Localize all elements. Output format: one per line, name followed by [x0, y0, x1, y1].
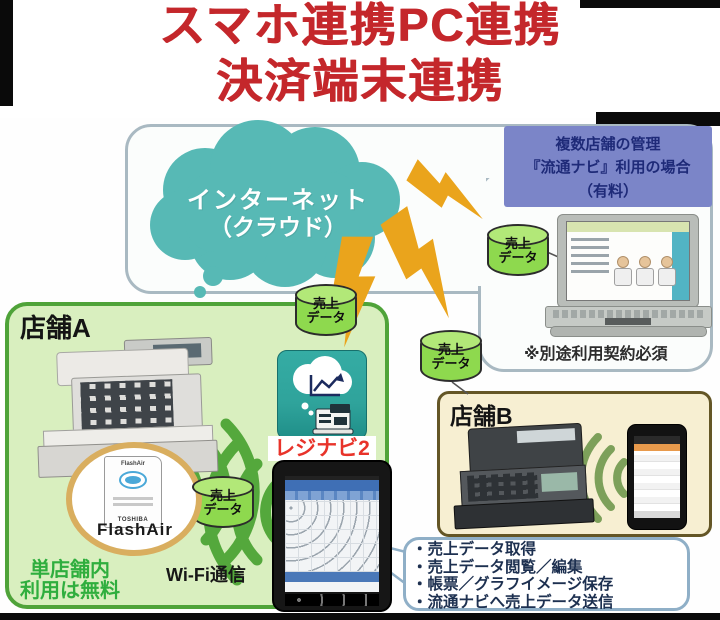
tablet-calendar-grid — [285, 500, 379, 572]
features-speech-bubble — [403, 537, 690, 611]
smartphone-screen — [634, 436, 680, 518]
flashair-label: FlashAir — [96, 520, 174, 539]
panel-seam-patch — [476, 178, 486, 286]
tablet-device — [272, 460, 392, 612]
photo-bar-left — [0, 0, 13, 106]
cylinder-label: 売上データ — [203, 488, 243, 517]
cylinder-label: 売上データ — [431, 342, 471, 371]
tablet-nav-bar — [285, 594, 379, 606]
laptop-screen-frame — [557, 214, 699, 308]
photo-bar-bottom — [0, 613, 720, 620]
management-info-box: 複数店舗の管理 『流通ナビ』利用の場合 （有料） — [504, 126, 712, 207]
sd-card-maker: TOSHIBA — [117, 517, 149, 523]
feature-item: ・流通ナビへ売上データ送信 — [412, 593, 614, 611]
free-usage-note: 単店舗内 利用は無料 — [0, 560, 140, 602]
management-line3: （有料） — [577, 182, 638, 200]
cylinder-label: 売上データ — [306, 296, 346, 325]
regnavi-app-label: レジナビ2 — [268, 436, 376, 461]
feature-item: ・帳票／グラフイメージ保存 — [412, 576, 614, 593]
management-line1: 複数店舗の管理 — [555, 136, 661, 153]
title-area: スマホ連携PC連携 決済端末連携 — [0, 0, 720, 118]
feature-item: ・売上データ取得 — [412, 541, 537, 558]
cylinder-top — [487, 224, 549, 246]
features-list: ・売上データ取得 ・売上データ閲覧／編集 ・帳票／グラフイメージ保存 ・流通ナビ… — [412, 541, 687, 611]
regnavi-app-icon — [277, 350, 367, 440]
smartphone-device — [627, 424, 687, 530]
flashair-sd-card: FlashAir TOSHIBA — [104, 456, 162, 528]
photo-bar-topright — [580, 0, 720, 8]
laptop-screen — [566, 221, 690, 301]
store-a-label: 店舗A — [20, 313, 91, 343]
photo-bar-right — [596, 112, 720, 126]
page-title-line2: 決済端末連携 — [216, 55, 504, 107]
free-note-line2: 利用は無料 — [20, 580, 120, 602]
flashair-cloud-logo-icon — [119, 471, 147, 489]
wifi-communication-label: Wi-Fi通信 — [166, 565, 246, 585]
register-keypad — [71, 373, 203, 434]
laptop-trackpad — [605, 318, 651, 325]
free-note-line1: 単店舗内 — [30, 559, 110, 581]
cash-register-b — [447, 418, 595, 530]
cloud-label-line2: （クラウド） — [209, 214, 347, 240]
tablet-screen — [285, 476, 379, 592]
regnavi-icon-art — [293, 356, 354, 435]
cylinder-label: 売上データ — [498, 236, 538, 265]
laptop-base — [550, 326, 707, 337]
cloud-label-line1: インターネット — [187, 187, 369, 214]
sd-card-brand: FlashAir — [120, 461, 145, 467]
store-b-label: 店舗B — [450, 403, 513, 429]
cylinder-top — [420, 330, 482, 352]
management-line2: 『流通ナビ』利用の場合 — [525, 159, 691, 177]
laptop-device — [545, 214, 712, 340]
feature-item: ・売上データ閲覧／編集 — [412, 558, 583, 576]
page-title-line1: スマホ連携PC連携 — [158, 0, 562, 51]
laptop-contract-note: ※別途利用契約必須 — [524, 346, 668, 363]
